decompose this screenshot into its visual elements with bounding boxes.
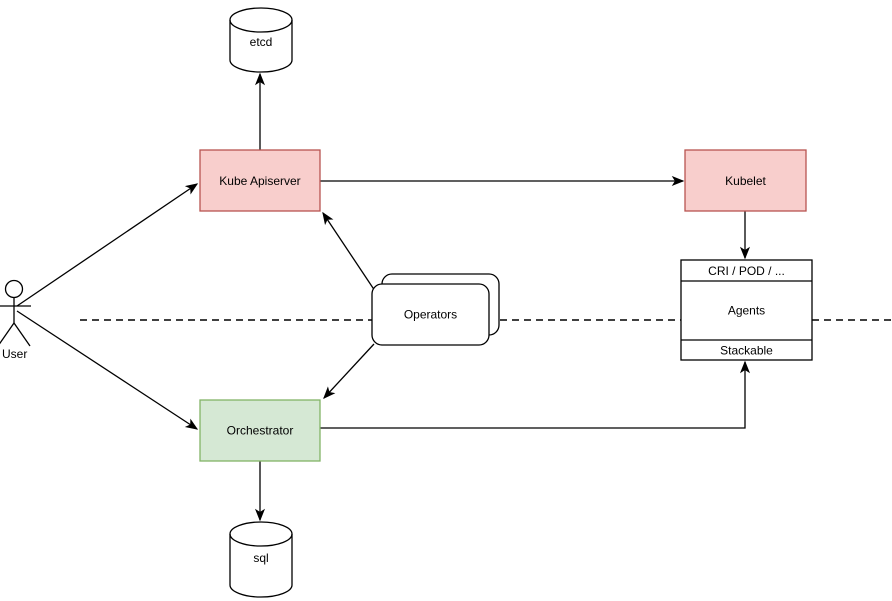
- agents-header-label: CRI / POD / ...: [708, 264, 785, 278]
- node-kubelet: Kubelet: [684, 149, 807, 212]
- actor-right-leg: [13, 322, 31, 347]
- actor-left-leg: [0, 322, 15, 345]
- edge-orchestrator-to-stackable: [320, 360, 751, 429]
- edge-operators-to-orchestrator: [323, 343, 375, 399]
- node-etcd: etcd: [229, 7, 293, 73]
- node-orchestrator: Orchestrator: [199, 399, 321, 462]
- edge-operators-to-kube-apiserver: [322, 211, 376, 292]
- etcd-cylinder: [229, 7, 293, 73]
- node-sql: sql: [229, 521, 293, 598]
- agents-footer-label: Stackable: [720, 344, 773, 358]
- kube-apiserver-box: [199, 149, 321, 212]
- kube-apiserver-label: Kube Apiserver: [219, 174, 300, 188]
- etcd-cylinder-rim: [229, 19, 293, 33]
- actor-user: User: [0, 279, 31, 361]
- kubelet-label: Kubelet: [725, 174, 766, 188]
- etcd-label: etcd: [250, 35, 273, 49]
- sql-cylinder: [229, 521, 293, 598]
- kubelet-box: [684, 149, 807, 212]
- actor-head: [4, 279, 24, 299]
- orchestrator-label: Orchestrator: [227, 424, 294, 438]
- node-operators: Operators: [371, 273, 500, 346]
- edge-user-to-orchestrator: [16, 310, 199, 430]
- sql-label: sql: [253, 551, 268, 565]
- operators-front-card: [371, 283, 490, 346]
- node-kube-apiserver: Kube Apiserver: [199, 149, 321, 212]
- node-agents: CRI / POD / ... Agents Stackable: [680, 259, 813, 361]
- operators-label: Operators: [404, 308, 457, 322]
- user-label: User: [2, 347, 27, 361]
- orchestrator-box: [199, 399, 321, 462]
- agents-box: [680, 259, 813, 361]
- sql-cylinder-rim: [229, 533, 293, 547]
- agents-body-label: Agents: [728, 304, 765, 318]
- edge-user-to-kube-apiserver: [16, 183, 199, 307]
